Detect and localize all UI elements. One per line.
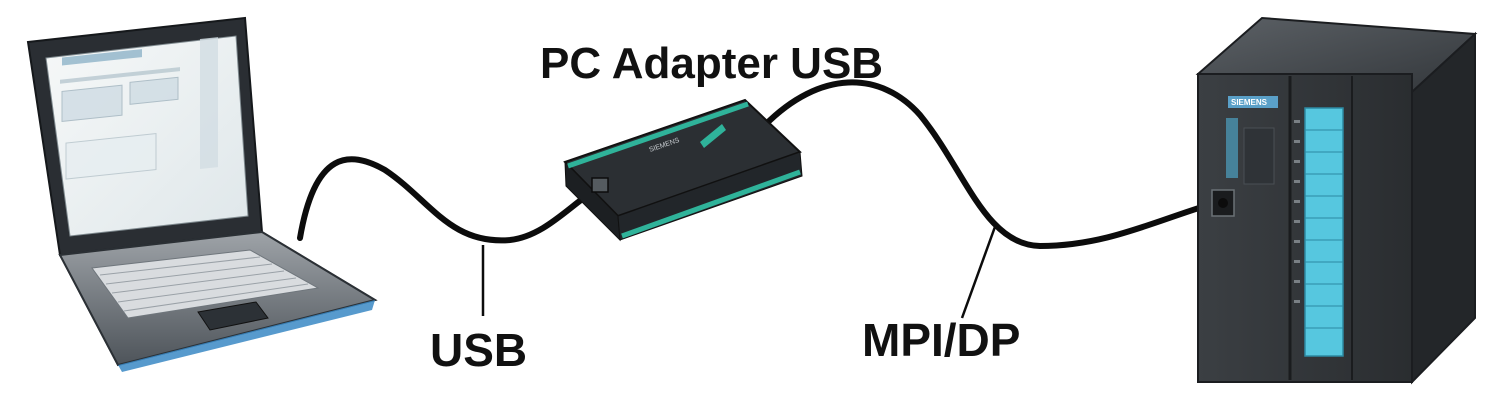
- laptop-screen-content: [60, 37, 218, 180]
- laptop: [26, 16, 378, 372]
- plc-side: [1411, 31, 1476, 385]
- adapter-led-bar: [700, 124, 726, 148]
- mpi-leader-line: [960, 223, 998, 319]
- adapter-usb-port: [591, 177, 609, 193]
- plc-led-segments: [1305, 129, 1343, 329]
- mpi-cable: [762, 79, 1228, 319]
- pc-adapter-device: SIEMENS: [563, 98, 803, 242]
- adapter-title-label: PC Adapter USB: [540, 39, 883, 88]
- laptop-keyboard: [91, 249, 320, 319]
- plc-brand: SIEMENS: [1231, 98, 1268, 107]
- laptop-touchpad: [197, 301, 269, 331]
- mpi-cable-label: MPI/DP: [862, 314, 1020, 366]
- plc-device: SIEMENS: [1195, 16, 1478, 385]
- plc-led-strip: [1304, 107, 1344, 357]
- usb-cable-label: USB: [430, 324, 527, 376]
- plc-status-leds: [1294, 120, 1300, 303]
- usb-cable: [297, 156, 601, 316]
- adapter-accent-edge: [567, 101, 749, 169]
- laptop-keys: [99, 256, 309, 312]
